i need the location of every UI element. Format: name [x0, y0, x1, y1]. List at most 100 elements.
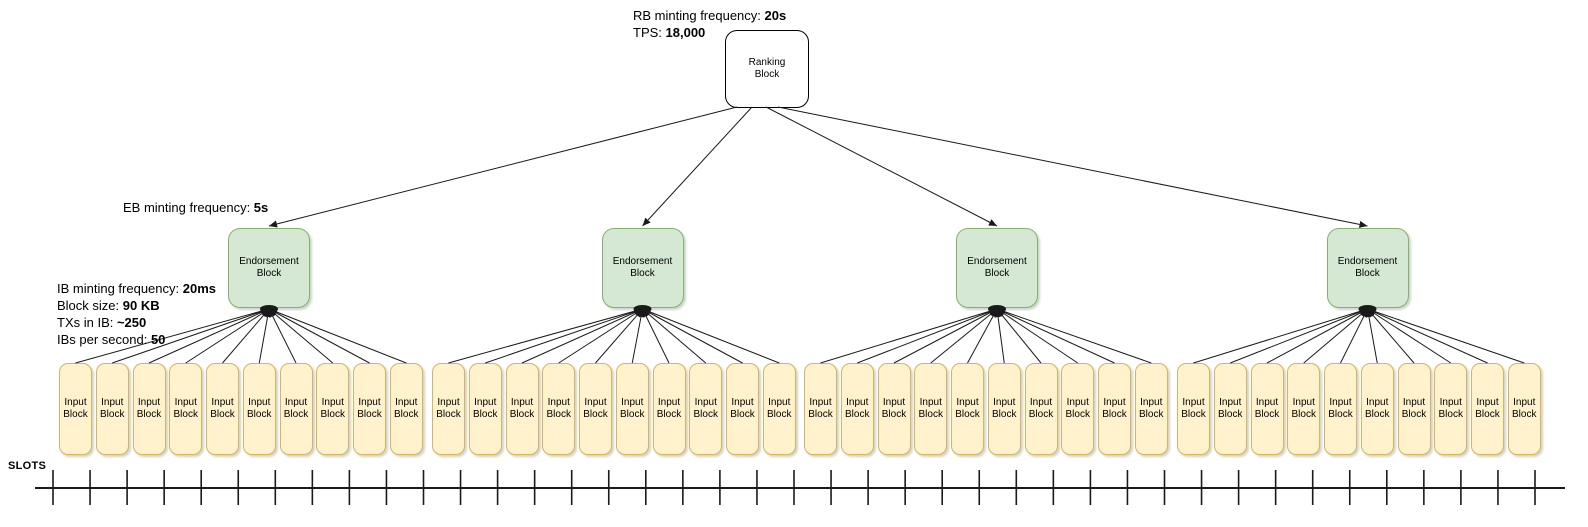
block-label-line: Input	[1476, 397, 1499, 408]
block-label-line: Block	[881, 409, 907, 420]
block-label-line: Block	[1254, 409, 1280, 420]
block-label-line: Block	[394, 409, 419, 420]
block-label-line: Input	[768, 397, 791, 408]
block-label-line: Block	[63, 409, 88, 420]
block-label-line: Input	[993, 397, 1016, 408]
rb-to-eb-arrows	[268, 106, 1368, 228]
block-label-line: Block	[1328, 409, 1353, 420]
block-label-line: Endorsement	[612, 256, 673, 267]
block-label-line: Block	[436, 409, 461, 420]
ib-to-eb-arrows	[75, 305, 1525, 364]
block-label-line: Block	[509, 409, 535, 420]
rb-annotation-line: TPS: 18,000	[633, 25, 706, 40]
block-label-line: Block	[136, 409, 162, 420]
block-label-line: Input	[956, 397, 979, 408]
block-label-line: Input	[1402, 397, 1426, 408]
block-label-line: Endorsement	[1337, 256, 1398, 267]
block-label-line: Input	[809, 397, 832, 408]
block-label-line: Block	[620, 409, 645, 420]
block-label-line: Input	[284, 397, 308, 408]
ib-annotation-line: TXs in IB: ~250	[57, 315, 147, 330]
block-label-line: Block	[754, 69, 780, 80]
rb-annotation-line: RB minting frequency: 20s	[633, 8, 787, 23]
block-label-line: Block	[100, 409, 125, 420]
block-label-line: Input	[1366, 397, 1389, 408]
block-label-line: Block	[1475, 409, 1500, 420]
ib-annotation-line: IB minting frequency: 20ms	[57, 281, 216, 296]
block-label-line: Block	[630, 268, 655, 279]
block-label-line: Block	[247, 409, 272, 420]
block-label-line: Input	[321, 397, 344, 408]
block-label-line: Block	[546, 409, 571, 420]
block-label-line: Input	[694, 397, 717, 408]
block-label-line: Block	[693, 409, 718, 420]
block-label-line: Block	[357, 409, 382, 420]
block-label-line: Input	[1439, 397, 1462, 408]
block-label-line: Block	[1102, 409, 1127, 420]
block-label-line: Block	[1512, 409, 1537, 420]
block-label-line: Input	[1029, 397, 1053, 408]
block-label-line: Block	[1028, 409, 1054, 420]
block-label-line: Block	[984, 268, 1010, 279]
block-label-line: Input	[882, 397, 906, 408]
block-label-line: Block	[1139, 409, 1164, 420]
eb-annotation-line: EB minting frequency: 5s	[123, 200, 269, 215]
block-label-line: Input	[437, 397, 460, 408]
block-label-line: Input	[1219, 397, 1242, 408]
block-label-line: Input	[64, 397, 87, 408]
block-label-line: Block	[1355, 268, 1380, 279]
block-label-line: Block	[992, 409, 1017, 420]
block-label-line: Block	[473, 409, 498, 420]
block-label-line: Input	[1103, 397, 1126, 408]
block-label-line: Block	[1181, 409, 1206, 420]
block-label-line: Block	[210, 409, 235, 420]
block-label-line: Input	[510, 397, 534, 408]
block-label-line: Block	[1065, 409, 1090, 420]
block-label-line: Block	[1218, 409, 1243, 420]
slots-axis-label: SLOTS	[8, 460, 47, 472]
block-label-line: Input	[101, 397, 124, 408]
eb-annotation: EB minting frequency: 5s	[123, 199, 268, 216]
block-label-line: Block	[808, 409, 833, 420]
block-label-line: Block	[1291, 409, 1316, 420]
ib-annotation-line: IBs per second: 50	[57, 332, 166, 347]
block-label-line: Block	[767, 409, 792, 420]
block-label-line: Block	[1401, 409, 1427, 420]
block-label-line: Block	[656, 409, 682, 420]
block-label-line: Input	[584, 397, 607, 408]
block-label-line: Block	[173, 409, 198, 420]
block-label-line: Input	[731, 397, 754, 408]
block-label-line: Input	[1066, 397, 1089, 408]
block-label-line: Input	[1292, 397, 1315, 408]
